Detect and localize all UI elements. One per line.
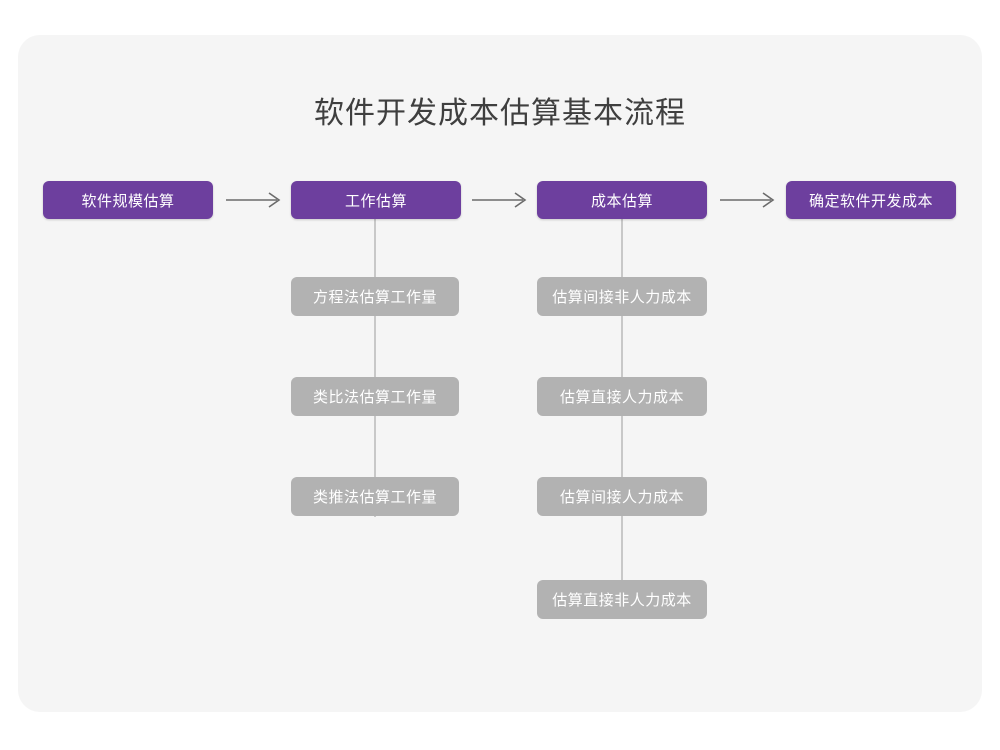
substep-node-direct-labor-cost[interactable]: 估算直接人力成本	[537, 377, 707, 416]
substep-node-direct-nonlabor-cost[interactable]: 估算直接非人力成本	[537, 580, 707, 619]
connector-line-effort-branch	[374, 219, 376, 517]
substep-node-equation-method-effort[interactable]: 方程法估算工作量	[291, 277, 459, 316]
diagram-title: 软件开发成本估算基本流程	[314, 97, 686, 130]
substep-node-analogy-method-effort[interactable]: 类比法估算工作量	[291, 377, 459, 416]
right-arrow-icon	[226, 192, 281, 208]
substep-node-indirect-nonlabor-cost[interactable]: 估算间接非人力成本	[537, 277, 707, 316]
connector-line-cost-branch	[621, 219, 623, 619]
stage-node-determine-development-cost[interactable]: 确定软件开发成本	[786, 181, 956, 219]
diagram-card	[18, 35, 982, 712]
substep-node-indirect-labor-cost[interactable]: 估算间接人力成本	[537, 477, 707, 516]
stage-node-effort-estimation[interactable]: 工作估算	[291, 181, 461, 219]
right-arrow-icon	[472, 192, 527, 208]
right-arrow-icon	[720, 192, 775, 208]
stage-node-software-scale-estimation[interactable]: 软件规模估算	[43, 181, 213, 219]
substep-node-inference-method-effort[interactable]: 类推法估算工作量	[291, 477, 459, 516]
stage-node-cost-estimation[interactable]: 成本估算	[537, 181, 707, 219]
